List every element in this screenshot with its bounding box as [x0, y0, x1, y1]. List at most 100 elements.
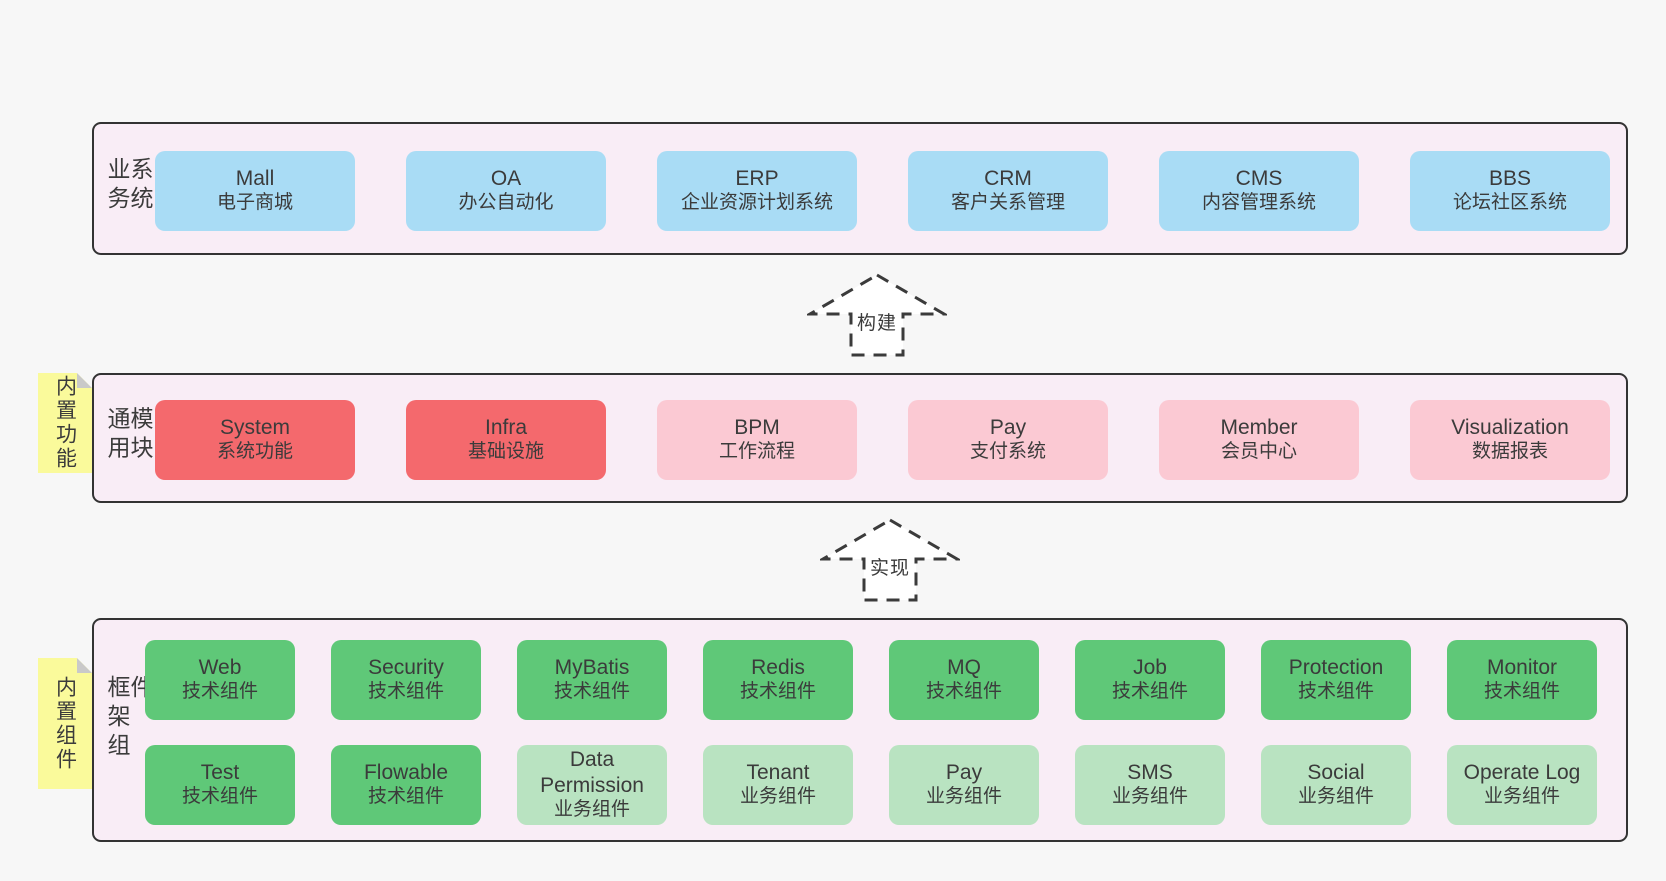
box-crm: CRM 客户关系管理 — [908, 151, 1108, 231]
box-infra: Infra 基础设施 — [406, 400, 606, 480]
box-redis: Redis 技术组件 — [703, 640, 853, 720]
built-in-features-note-label: 内置功能 — [53, 375, 77, 471]
business-systems-side-label: 业务系统 — [104, 156, 153, 215]
box-title: CMS — [1235, 167, 1283, 191]
box-title: System — [219, 416, 290, 440]
box-flowable: Flowable 技术组件 — [331, 745, 481, 825]
box-subtitle: 技术组件 — [367, 786, 444, 808]
box-visualization: Visualization 数据报表 — [1410, 400, 1610, 480]
components-row-2: Test 技术组件 Flowable 技术组件 Data Permission … — [145, 745, 1597, 825]
box-sms: SMS 业务组件 — [1075, 745, 1225, 825]
box-bpm: BPM 工作流程 — [657, 400, 857, 480]
box-oa: OA 办公自动化 — [406, 151, 606, 231]
components-row-1: Web 技术组件 Security 技术组件 MyBatis 技术组件 Redi… — [145, 640, 1597, 720]
box-subtitle: 技术组件 — [181, 681, 258, 703]
box-pay-business: Pay 业务组件 — [889, 745, 1039, 825]
common-modules-panel: 通用模块 System 系统功能 Infra 基础设施 BPM 工作流程 Pay… — [92, 373, 1628, 503]
box-monitor: Monitor 技术组件 — [1447, 640, 1597, 720]
box-pay: Pay 支付系统 — [908, 400, 1108, 480]
box-subtitle: 技术组件 — [1111, 681, 1188, 703]
box-subtitle: 工作流程 — [718, 441, 795, 463]
box-subtitle: 业务组件 — [1483, 786, 1560, 808]
built-in-features-note: 内置功能 — [38, 373, 92, 473]
box-subtitle: 基础设施 — [467, 441, 544, 463]
box-job: Job 技术组件 — [1075, 640, 1225, 720]
box-subtitle: 技术组件 — [181, 786, 258, 808]
box-subtitle: 技术组件 — [553, 681, 630, 703]
dashed-up-arrow-icon — [807, 273, 947, 357]
implement-arrow-label: 实现 — [869, 558, 910, 579]
box-subtitle: 技术组件 — [1297, 681, 1374, 703]
box-title: OA — [490, 167, 522, 191]
box-subtitle: 业务组件 — [739, 786, 816, 808]
box-title: Visualization — [1451, 416, 1569, 440]
dashed-up-arrow-icon — [820, 518, 960, 602]
box-title: Pay — [945, 761, 983, 785]
box-title: Pay — [989, 416, 1027, 440]
box-title: BBS — [1488, 167, 1532, 191]
box-subtitle: 技术组件 — [1483, 681, 1560, 703]
box-subtitle: 业务组件 — [553, 798, 630, 820]
box-subtitle: 支付系统 — [969, 441, 1046, 463]
box-cms: CMS 内容管理系统 — [1159, 151, 1359, 231]
box-social: Social 业务组件 — [1261, 745, 1411, 825]
box-title: Member — [1220, 416, 1298, 440]
business-boxes-row: Mall 电子商城 OA 办公自动化 ERP 企业资源计划系统 CRM 客户关系… — [155, 151, 1610, 231]
framework-components-panel: 框架组件 Web 技术组件 Security 技术组件 MyBatis 技术组件… — [92, 618, 1628, 842]
business-systems-panel: 业务系统 Mall 电子商城 OA 办公自动化 ERP 企业资源计划系统 CRM… — [92, 122, 1628, 255]
box-web: Web 技术组件 — [145, 640, 295, 720]
box-protection: Protection 技术组件 — [1261, 640, 1411, 720]
box-title: CRM — [984, 167, 1032, 191]
box-title: Redis — [751, 656, 805, 680]
box-title: Security — [368, 656, 444, 680]
build-arrow-label: 构建 — [856, 313, 897, 334]
box-title: Operate Log — [1463, 761, 1581, 785]
box-subtitle: 业务组件 — [1111, 786, 1188, 808]
box-mall: Mall 电子商城 — [155, 151, 355, 231]
box-subtitle: 内容管理系统 — [1201, 192, 1316, 214]
box-subtitle: 系统功能 — [216, 441, 293, 463]
modules-boxes-row: System 系统功能 Infra 基础设施 BPM 工作流程 Pay 支付系统… — [155, 400, 1610, 480]
box-title: Mall — [235, 167, 275, 191]
box-title: MQ — [947, 656, 981, 680]
box-subtitle: 电子商城 — [216, 192, 293, 214]
box-system: System 系统功能 — [155, 400, 355, 480]
box-subtitle: 技术组件 — [925, 681, 1002, 703]
box-subtitle: 会员中心 — [1220, 441, 1297, 463]
implement-arrow: 实现 — [820, 517, 960, 603]
box-subtitle: 业务组件 — [925, 786, 1002, 808]
box-subtitle: 数据报表 — [1471, 441, 1548, 463]
box-mybatis: MyBatis 技术组件 — [517, 640, 667, 720]
box-title: Protection — [1288, 656, 1384, 680]
box-data-permission: Data Permission 业务组件 — [517, 745, 667, 825]
build-arrow: 构建 — [807, 272, 947, 358]
box-title: Job — [1133, 656, 1167, 680]
box-operate-log: Operate Log 业务组件 — [1447, 745, 1597, 825]
box-title: Flowable — [363, 761, 449, 785]
box-mq: MQ 技术组件 — [889, 640, 1039, 720]
box-subtitle: 客户关系管理 — [950, 192, 1065, 214]
box-title: Tenant — [746, 761, 810, 785]
built-in-components-note: 内置组件 — [38, 658, 92, 789]
box-title: Infra — [484, 416, 528, 440]
box-subtitle: 论坛社区系统 — [1452, 192, 1567, 214]
box-test: Test 技术组件 — [145, 745, 295, 825]
box-subtitle: 企业资源计划系统 — [680, 192, 833, 214]
box-subtitle: 办公自动化 — [458, 192, 554, 214]
box-tenant: Tenant 业务组件 — [703, 745, 853, 825]
box-title: MyBatis — [554, 656, 630, 680]
common-modules-side-label: 通用模块 — [104, 406, 153, 465]
box-erp: ERP 企业资源计划系统 — [657, 151, 857, 231]
box-title: Web — [198, 656, 242, 680]
box-title: SMS — [1127, 761, 1173, 785]
box-title: BPM — [734, 416, 780, 440]
built-in-components-note-label: 内置组件 — [53, 675, 77, 772]
box-title: Data Permission — [540, 748, 644, 797]
box-subtitle: 技术组件 — [739, 681, 816, 703]
box-title: Test — [200, 761, 240, 785]
box-member: Member 会员中心 — [1159, 400, 1359, 480]
box-title: Social — [1307, 761, 1365, 785]
box-subtitle: 技术组件 — [367, 681, 444, 703]
box-title: ERP — [735, 167, 779, 191]
